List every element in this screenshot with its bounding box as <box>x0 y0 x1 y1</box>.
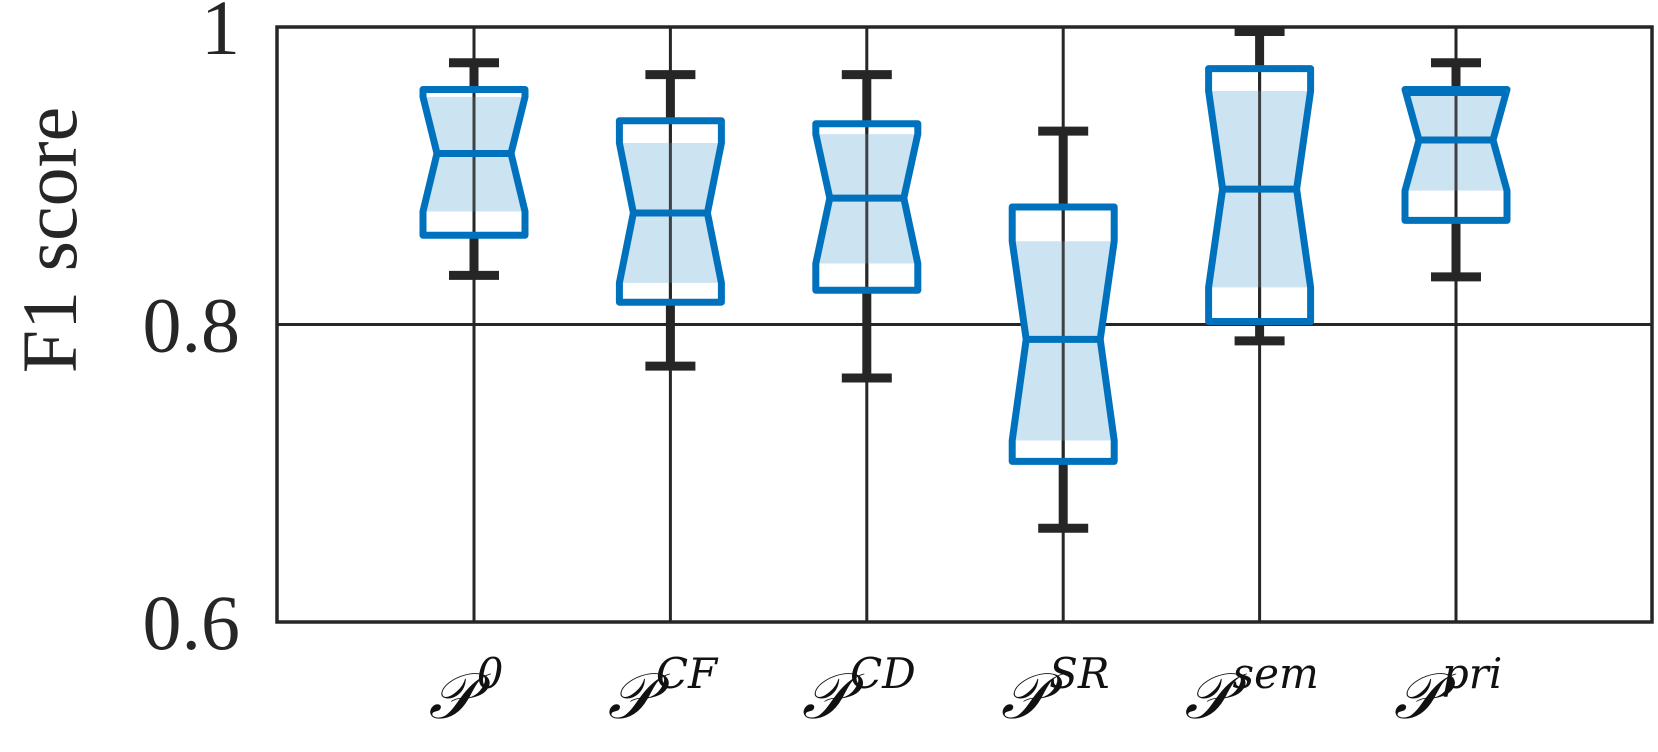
x-tick-label-superscript: CF <box>656 649 719 698</box>
box-outline <box>1205 65 1315 326</box>
box-outline <box>615 117 725 306</box>
x-tick-label-superscript: 0 <box>477 649 504 698</box>
box-outline <box>1008 203 1118 465</box>
axes-box <box>275 25 1654 624</box>
y-tick-labels: 0.6 0.8 1 <box>143 0 241 666</box>
y-tick-label: 0.6 <box>143 579 241 666</box>
box-P^SR <box>1008 126 1118 533</box>
x-tick-label-superscript: CD <box>850 649 916 698</box>
y-tick-label: 0.8 <box>143 282 241 369</box>
x-tick-label: 𝒫SR <box>1001 649 1110 734</box>
box-outline <box>419 85 529 239</box>
box-P^CF <box>615 70 725 371</box>
box-outline <box>1401 85 1511 224</box>
x-tick-label: 𝒫pri <box>1394 649 1503 734</box>
box-P^pri <box>1401 58 1511 282</box>
x-tick-label-superscript: SR <box>1049 649 1109 698</box>
boxes <box>419 26 1511 533</box>
x-tick-label-superscript: pri <box>1442 649 1502 698</box>
y-tick-label: 1 <box>201 0 240 71</box>
x-tick-label-superscript: sem <box>1233 649 1319 698</box>
axes-frame <box>275 25 1654 624</box>
y-axis-label-group: F1 score <box>6 107 93 373</box>
x-tick-label: 𝒫CF <box>608 649 719 734</box>
x-tick-labels: 𝒫0 𝒫CF 𝒫CD 𝒫SR 𝒫sem 𝒫pri <box>429 649 1503 734</box>
box-P^0 <box>419 58 529 280</box>
box-P^sem <box>1205 26 1315 346</box>
x-tick-label: 𝒫CD <box>802 649 916 734</box>
box-P^CD <box>812 70 922 383</box>
x-tick-label: 𝒫0 <box>429 649 504 734</box>
y-axis-label: F1 score <box>6 107 93 373</box>
box-outline <box>812 120 922 294</box>
x-tick-label: 𝒫sem <box>1184 649 1318 734</box>
